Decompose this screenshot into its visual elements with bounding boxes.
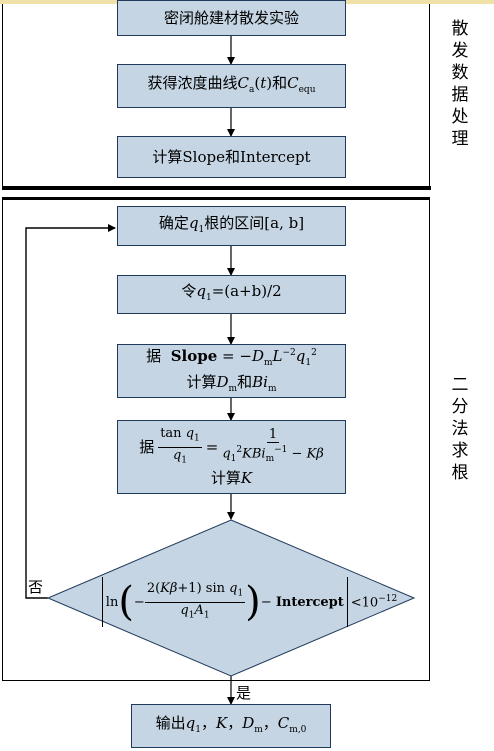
step-compute-dm-bi: 据 Slope = −DmL−2q12 计算Dm和Bim [117, 344, 346, 398]
step-experiment: 密闭舱建材散发实验 [117, 0, 346, 36]
loop-back-arrow [25, 224, 116, 599]
step-experiment-label: 密闭舱建材散发实验 [163, 9, 299, 27]
step-k-calc: 计算K [210, 469, 253, 488]
step-slope-label: 计算Slope和Intercept [152, 148, 311, 166]
side-label-bisection: 二 分 法 求 根 [451, 375, 469, 483]
step-root-interval: 确定q1根的区间[a, b] [117, 206, 346, 246]
step-output: 输出q1，K，Dm，Cm,0 [131, 704, 331, 748]
label-no: 否 [28, 578, 44, 596]
step-dm-calc: 计算Dm和Bim [186, 372, 277, 394]
step-midpoint-label: 令q1=(a+b)/2 [181, 282, 282, 303]
frame-divider [2, 186, 431, 190]
step-midpoint: 令q1=(a+b)/2 [117, 275, 346, 314]
step-slope-intercept: 计算Slope和Intercept [117, 136, 346, 178]
decision-diamond [46, 519, 416, 677]
side-label-scatter: 散 发 数 据 处 理 [451, 19, 469, 149]
step-interval-label: 确定q1根的区间[a, b] [158, 213, 305, 235]
step-concentration-label: 获得浓度曲线Ca(t)和Cequ [147, 73, 316, 95]
step-concentration-curve: 获得浓度曲线Ca(t)和Cequ [117, 64, 346, 108]
step-output-label: 输出q1，K，Dm，Cm,0 [155, 713, 307, 735]
label-yes: 是 [236, 684, 252, 702]
bisection-frame [2, 197, 430, 681]
step-dm-formula: 据 Slope = −DmL−2q12 [146, 346, 317, 368]
